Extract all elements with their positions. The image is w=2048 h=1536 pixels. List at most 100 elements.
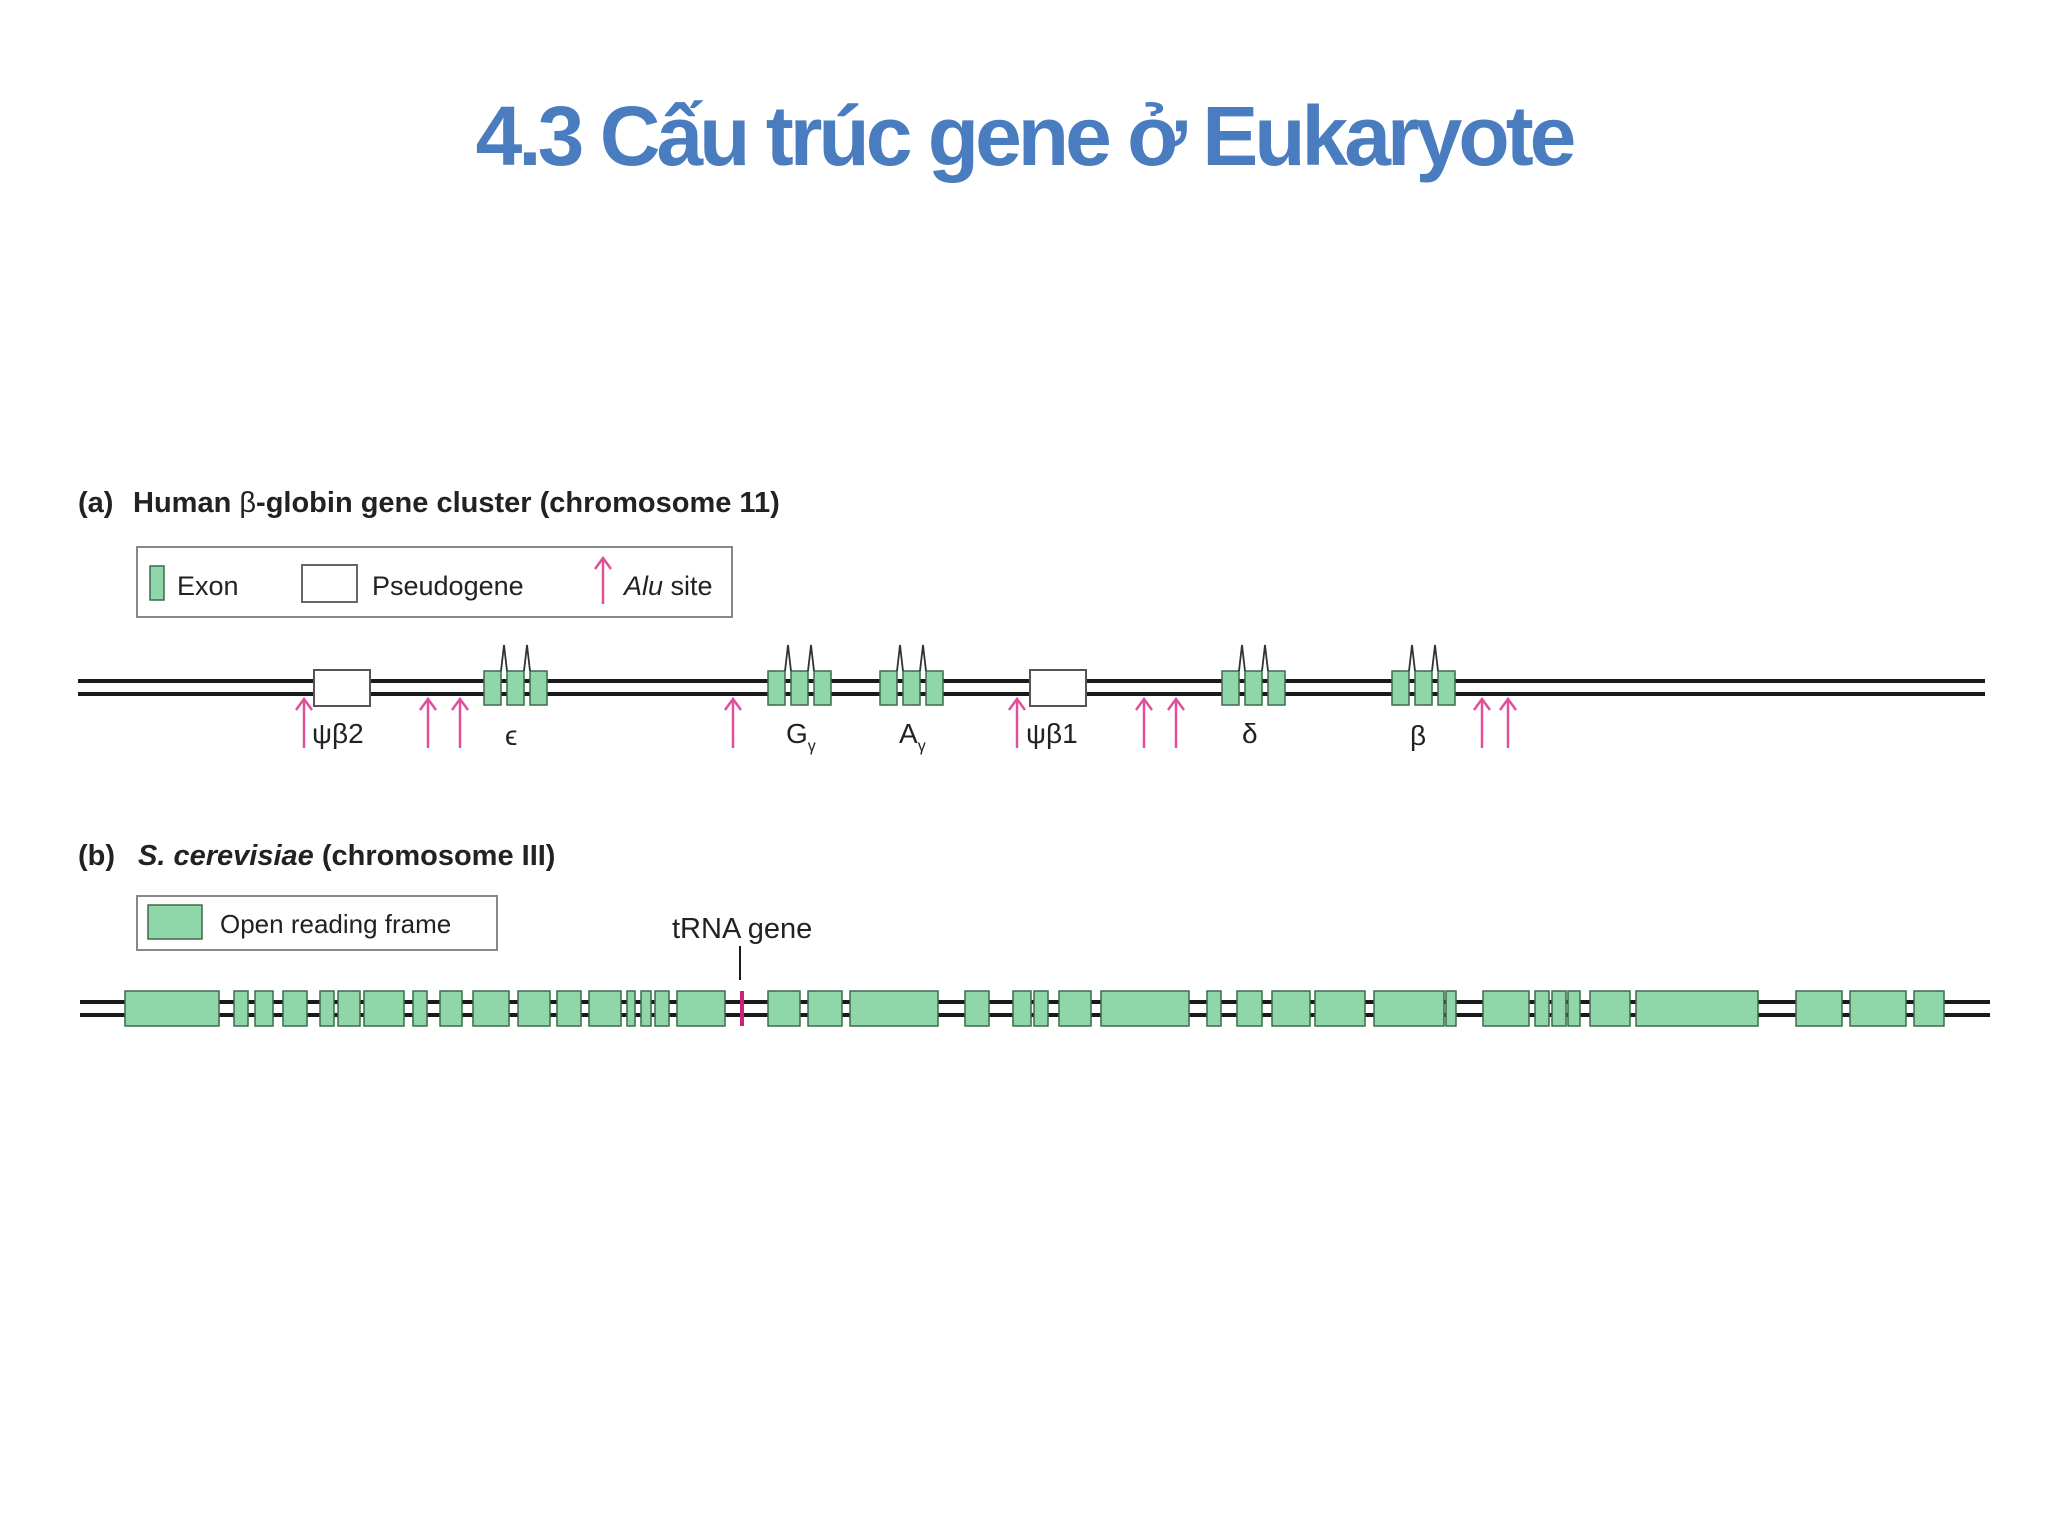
- exon-legend-swatch: [149, 565, 165, 601]
- exon: [767, 670, 786, 706]
- alu-site-arrow: [723, 696, 743, 748]
- intron-peak: [500, 644, 508, 672]
- pseudogene-legend-label: Pseudogene: [372, 571, 524, 601]
- panel-a-tag: (a): [78, 487, 113, 519]
- intron-peak: [1408, 644, 1416, 672]
- orf-block: [1445, 990, 1457, 1027]
- gene-epsilon: [483, 644, 548, 706]
- exon: [813, 670, 832, 706]
- alu-site-arrow: [1472, 696, 1492, 748]
- exon: [1267, 670, 1286, 706]
- orf-block: [337, 990, 361, 1027]
- gene-label-epsilon: ϵ: [505, 720, 517, 751]
- orf-track: [124, 990, 1945, 1027]
- intron-peak: [896, 644, 904, 672]
- panel-b-heading: S. cerevisiae (chromosome III): [138, 840, 555, 872]
- gene-label-a-gamma: Aγ: [899, 718, 926, 755]
- orf-block: [319, 990, 335, 1027]
- orf-block: [807, 990, 843, 1027]
- pseudogene-legend-swatch: [301, 564, 358, 603]
- orf-block: [1373, 990, 1445, 1027]
- gene-label-beta: β: [1410, 720, 1426, 751]
- orf-block: [517, 990, 551, 1027]
- alu-site-arrow: [294, 696, 314, 748]
- orf-block: [124, 990, 220, 1027]
- exon: [529, 670, 548, 706]
- orf-block: [233, 990, 249, 1027]
- panel-b-tag: (b): [78, 840, 115, 872]
- gene-label-g-gamma: Gγ: [786, 718, 816, 755]
- exon: [1414, 670, 1433, 706]
- orf-block: [849, 990, 939, 1027]
- trna-gene-label: tRNA gene: [672, 913, 812, 945]
- alu-site-arrows: [294, 696, 1518, 748]
- panel-a-legend: Exon Pseudogene Alu site: [136, 546, 733, 618]
- intron-peak: [784, 644, 792, 672]
- panel-a-heading: Human β-globin gene cluster (chromosome …: [133, 487, 780, 519]
- orf-block: [1551, 990, 1567, 1027]
- pseudogene-psi-beta2: [313, 669, 371, 707]
- legend-frame: [136, 546, 733, 618]
- orf-legend-swatch: [147, 904, 203, 940]
- orf-block: [588, 990, 622, 1027]
- exon: [506, 670, 525, 706]
- orf-block: [1100, 990, 1190, 1027]
- alu-site-arrow: [1134, 696, 1154, 748]
- orf-block: [254, 990, 274, 1027]
- intron-peak: [919, 644, 927, 672]
- exon: [1437, 670, 1456, 706]
- gene-labels: ψβ2 ϵ Gγ Aγ ψβ1 δ β: [312, 718, 1426, 755]
- orf-block: [1567, 990, 1581, 1027]
- orf-block: [1849, 990, 1907, 1027]
- orf-block: [964, 990, 990, 1027]
- slide-title: 4.3 Cấu trúc gene ở Eukaryote: [475, 89, 1577, 183]
- orf-block: [1033, 990, 1049, 1027]
- alu-site-arrow: [450, 696, 470, 748]
- orf-legend-label: Open reading frame: [220, 909, 451, 939]
- orf-block: [1635, 990, 1759, 1027]
- exon-legend-label: Exon: [177, 571, 239, 601]
- orf-block: [1482, 990, 1530, 1027]
- panel-b: (b) S. cerevisiae (chromosome III) Open …: [78, 840, 1990, 1027]
- orf-block: [654, 990, 670, 1027]
- gene-beta: [1391, 644, 1456, 706]
- gene-delta: [1221, 644, 1286, 706]
- orf-block: [1534, 990, 1550, 1027]
- trna-gene-mark: [740, 991, 744, 1026]
- orf-block: [1795, 990, 1843, 1027]
- gene-label-psi-beta2: ψβ2: [312, 718, 364, 749]
- orf-block: [626, 990, 636, 1027]
- orf-block: [1236, 990, 1263, 1027]
- gene-g-gamma: [767, 644, 832, 706]
- orf-block: [363, 990, 405, 1027]
- orf-block: [472, 990, 510, 1027]
- orf-block: [556, 990, 582, 1027]
- orf-block: [767, 990, 801, 1027]
- exon: [483, 670, 502, 706]
- gene-label-delta: δ: [1242, 718, 1258, 749]
- exon: [1244, 670, 1263, 706]
- alu-site-legend-icon: [593, 555, 613, 604]
- orf-block: [1012, 990, 1032, 1027]
- intron-peak: [523, 644, 531, 672]
- orf-block: [282, 990, 308, 1027]
- intron-peak: [1431, 644, 1439, 672]
- intron-peak: [807, 644, 815, 672]
- orf-block: [412, 990, 428, 1027]
- exon: [879, 670, 898, 706]
- intron-peak: [1261, 644, 1269, 672]
- panel-b-legend: Open reading frame: [136, 895, 498, 951]
- orf-block: [1314, 990, 1366, 1027]
- orf-block: [1271, 990, 1311, 1027]
- alu-site-arrow: [1007, 696, 1027, 748]
- alu-site-arrow: [418, 696, 438, 748]
- orf-block: [1913, 990, 1945, 1027]
- alu-site-arrow: [1166, 696, 1186, 748]
- orf-block: [439, 990, 463, 1027]
- alu-site-legend-label: Alu site: [622, 571, 713, 601]
- exon: [925, 670, 944, 706]
- intron-peak: [1238, 644, 1246, 672]
- exon: [790, 670, 809, 706]
- orf-block: [676, 990, 726, 1027]
